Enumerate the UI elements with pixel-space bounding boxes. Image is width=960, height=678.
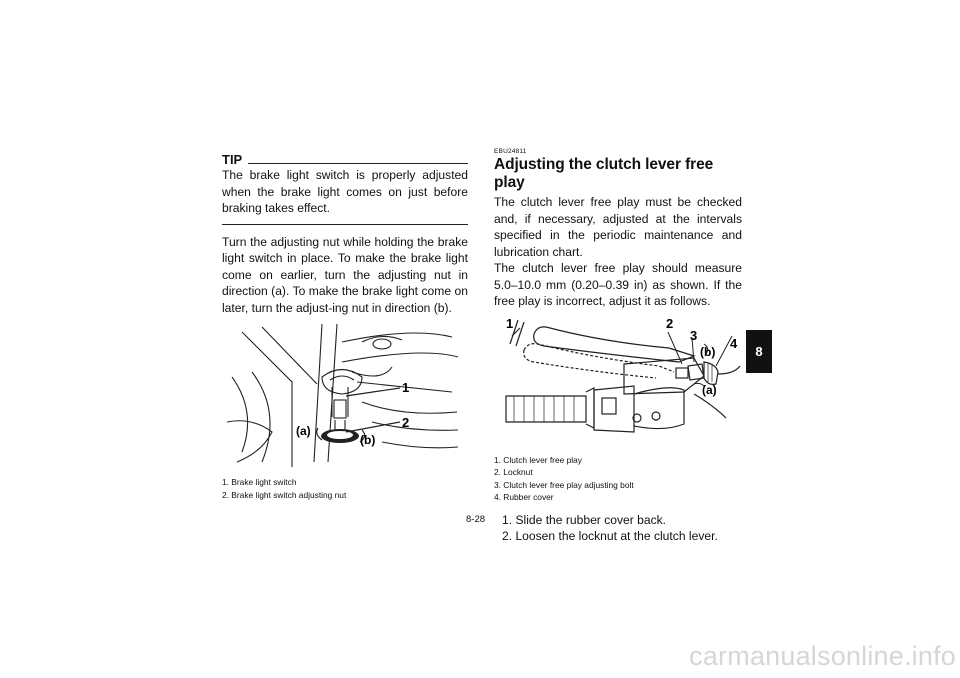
page-number: 8-28 <box>466 514 486 525</box>
figure-label-2: 2 <box>402 415 409 430</box>
section-heading: Adjusting the clutch lever free play <box>494 156 714 191</box>
clutch-lever-figure: 1 2 3 4 (b) (a) <box>505 316 741 433</box>
right-column: EBU24811 Adjusting the clutch lever free… <box>494 148 742 544</box>
section-code: EBU24811 <box>494 148 527 155</box>
figure-label-1: 1 <box>402 380 409 395</box>
brake-light-switch-figure: 1 2 (a) (b) <box>226 323 459 467</box>
figure-label-a: (a) <box>702 383 717 397</box>
figure-label-3: 3 <box>690 328 697 343</box>
right-figure-captions: 1. Clutch lever free play 2. Locknut 3. … <box>494 454 742 504</box>
brake-switch-instructions: Turn the adjusting nut while holding the… <box>222 234 468 315</box>
step-item: 2. Loosen the locknut at the clutch leve… <box>502 528 718 543</box>
figure-label-b: (b) <box>360 433 375 447</box>
clutch-spec: The clutch lever free play should measur… <box>494 261 742 308</box>
left-figure-captions: 1. Brake light switch 2. Brake light swi… <box>222 476 468 501</box>
caption-item: 4. Rubber cover <box>494 492 554 502</box>
tip-text: The brake light switch is properly adjus… <box>222 168 468 215</box>
watermark: carmanualsonline.info <box>689 641 956 671</box>
caption-item: 1. Brake light switch <box>222 477 297 487</box>
figure-label-2: 2 <box>666 316 673 331</box>
figure-label-1: 1 <box>506 316 513 331</box>
figure-label-b: (b) <box>700 345 715 359</box>
caption-item: 2. Locknut <box>494 467 533 477</box>
left-column: TIP The brake light switch is properly a… <box>222 152 468 501</box>
figure-label-a: (a) <box>296 424 311 438</box>
caption-item: 2. Brake light switch adjusting nut <box>222 489 347 500</box>
tip-label: TIP <box>222 152 243 167</box>
caption-item: 3. Clutch lever free play adjusting bolt <box>494 479 634 490</box>
tip-header: TIP <box>222 152 468 167</box>
clutch-intro: The clutch lever free play must be check… <box>494 195 742 259</box>
section-tab: 8 <box>746 330 772 373</box>
step-item: 1. Slide the rubber cover back. <box>502 512 667 527</box>
tip-rule <box>248 163 468 164</box>
adjustment-steps: 1. Slide the rubber cover back. 2. Loose… <box>494 512 742 544</box>
caption-item: 1. Clutch lever free play <box>494 454 582 465</box>
figure-label-4: 4 <box>730 336 738 351</box>
tip-end-rule <box>222 223 468 225</box>
